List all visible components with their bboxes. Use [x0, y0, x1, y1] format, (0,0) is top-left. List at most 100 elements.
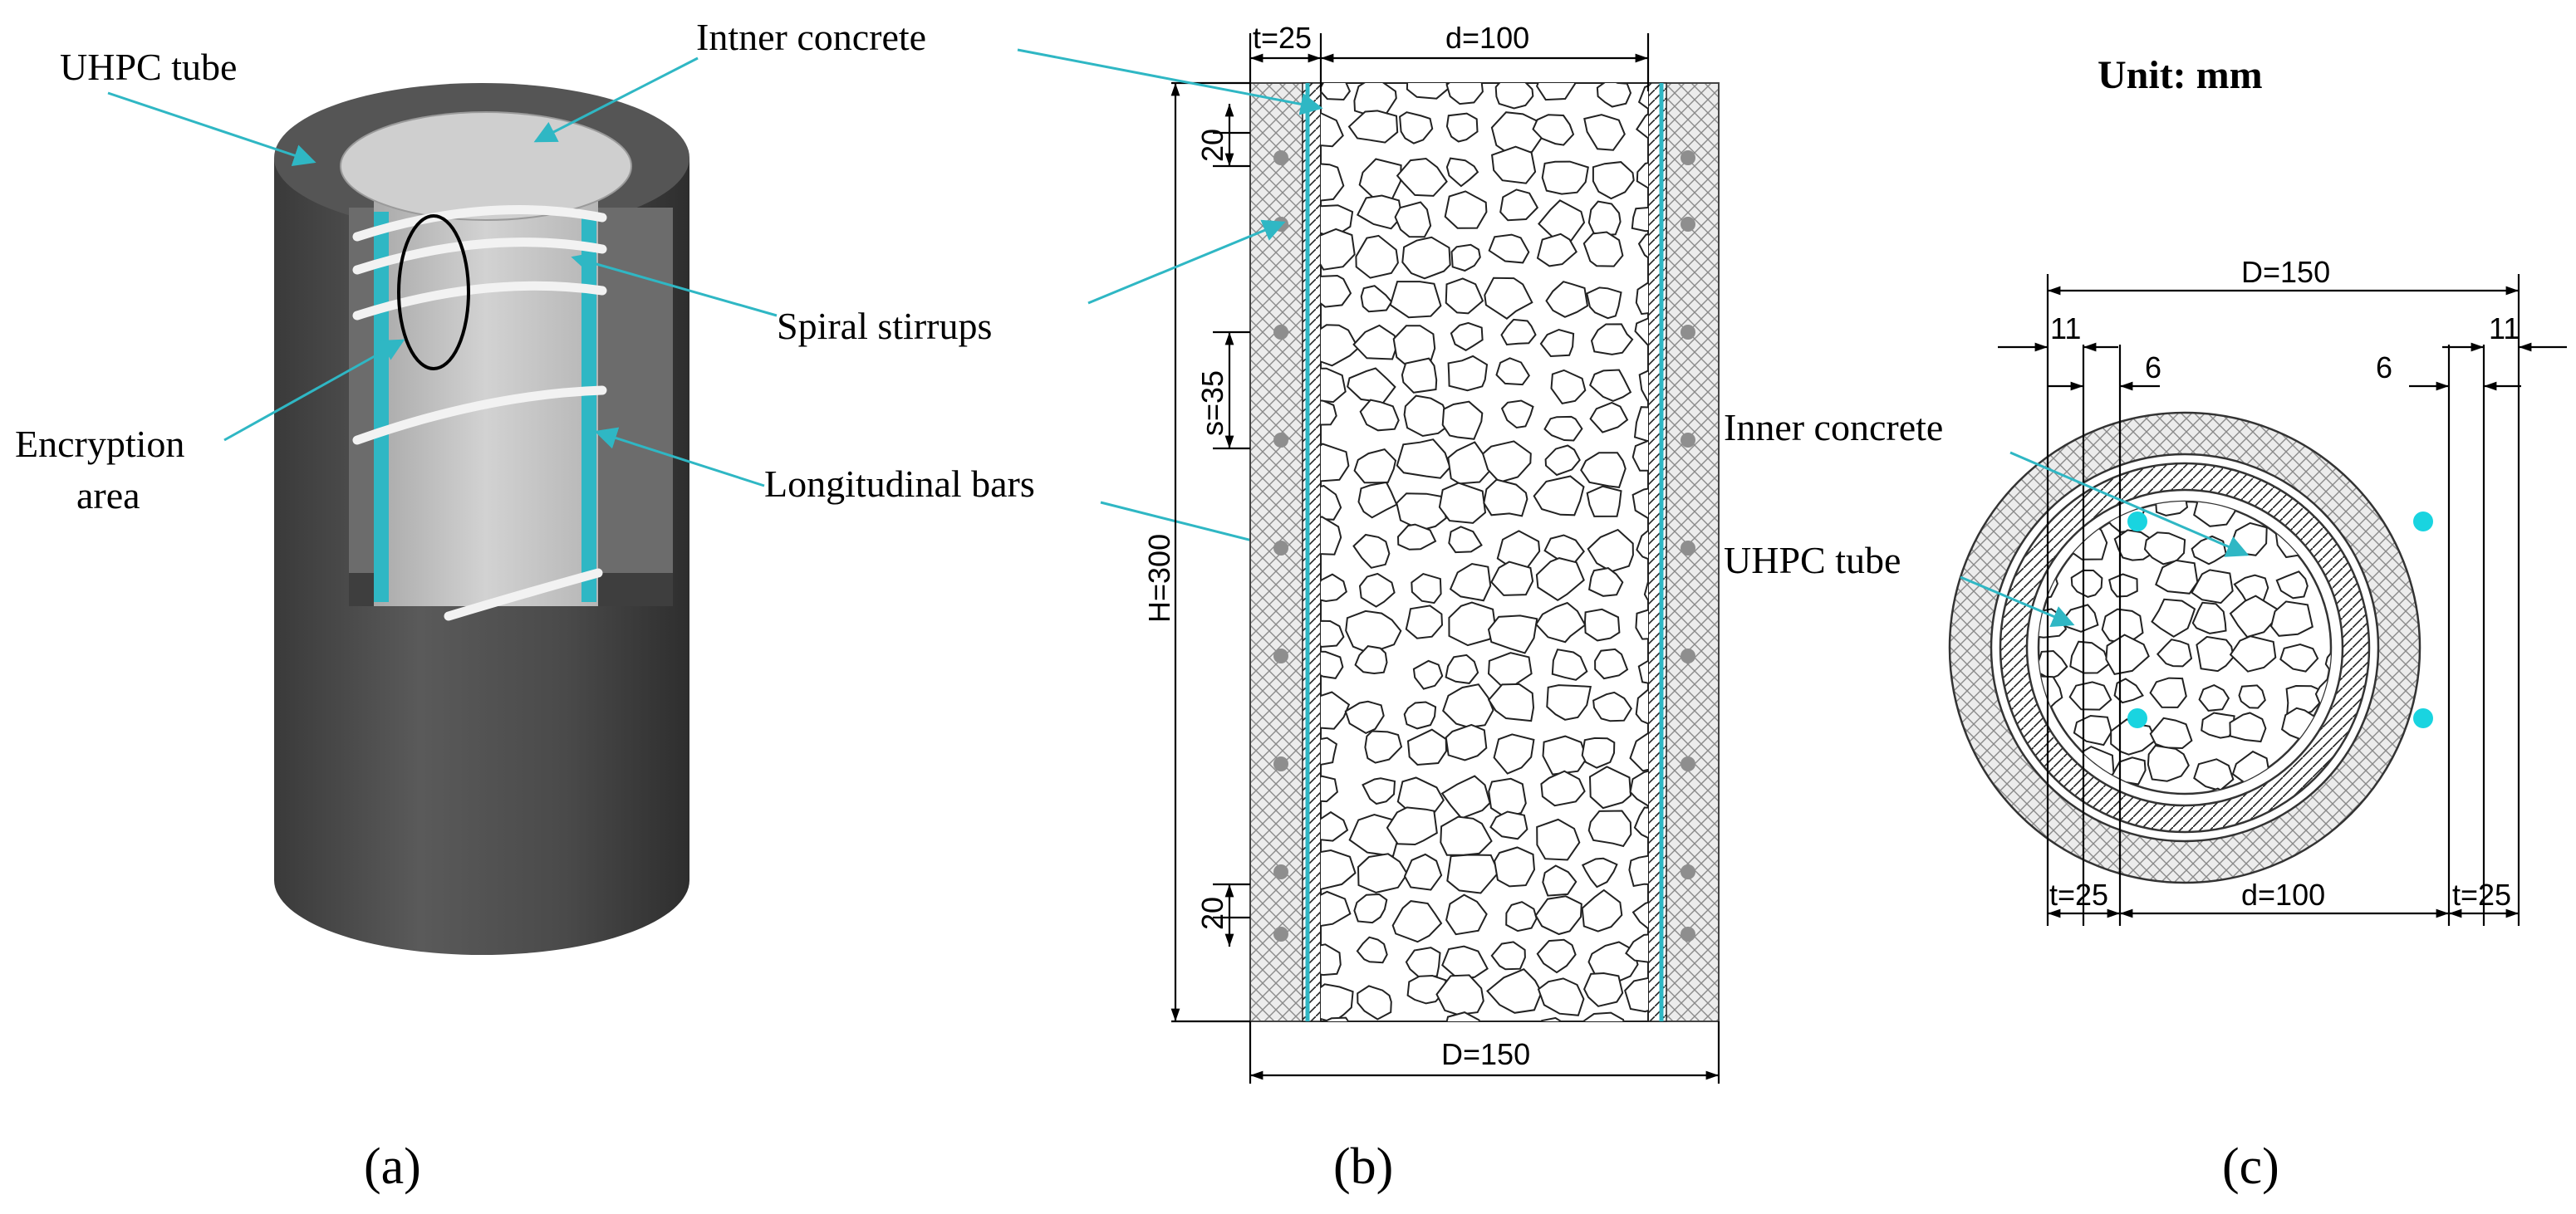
aggregate-stone: [1583, 114, 1626, 151]
dim-6-right: 6: [2376, 350, 2392, 384]
aggregate-stone: [1391, 900, 1443, 943]
aggregate-stone: [1448, 601, 1497, 647]
aggregate-stone: [1396, 523, 1437, 551]
label-inner-concrete-a: Intner concrete: [696, 16, 926, 58]
aggregate-stone: [1446, 854, 1500, 894]
aggregate-stone: [1321, 228, 1356, 271]
aggregate-stone: [1346, 1060, 1391, 1099]
aggregate-stone: [1580, 452, 1627, 488]
aggregate-stone: [1448, 526, 1483, 554]
rebar-dot: [2413, 512, 2433, 531]
aggregate-stone: [1483, 478, 1528, 517]
aggregate-stone: [1321, 443, 1350, 482]
aggregate-stone: [1489, 810, 1528, 840]
aggregate-stone: [1356, 936, 1388, 964]
aggregate-stone: [2151, 598, 2196, 638]
aggregate-stone: [1625, 933, 1648, 963]
aggregate-stone: [1581, 888, 1623, 933]
aggregate-stone: [2154, 502, 2189, 516]
spiral-stirrups: [352, 205, 607, 621]
aggregate-stone: [1321, 399, 1337, 426]
label-encryption-area-2: area: [76, 474, 140, 516]
aggregate-stone: [1352, 324, 1399, 360]
dim-D-b: D=150: [1441, 1037, 1530, 1071]
aggregate-stone: [2108, 573, 2138, 598]
stirrup-section-dot: [1681, 325, 1695, 340]
dim-bottom-20: 20: [1195, 897, 1229, 930]
leader-longitudinal-bars-a: [594, 427, 765, 487]
aggregate-stone: [1321, 691, 1351, 730]
aggregate-stone: [1321, 943, 1342, 977]
aggregate-stone: [1535, 83, 1577, 101]
aggregate-stone: [1488, 233, 1530, 264]
label-spiral-stirrups: Spiral stirrups: [777, 305, 992, 347]
aggregate-stone: [1481, 440, 1532, 483]
stirrup-section-dot: [1273, 433, 1288, 448]
aggregate-stone: [1533, 475, 1585, 516]
aggregate-stone: [1360, 285, 1393, 313]
aggregate-stone: [1628, 854, 1648, 888]
aggregate-stone: [2229, 595, 2279, 639]
label-encryption-area-1: Encryption: [15, 423, 184, 465]
aggregate-stone: [1586, 286, 1622, 320]
aggregate-stone: [1644, 1020, 1648, 1021]
stirrup-section-dot: [1681, 927, 1695, 942]
dim-H-b: H=300: [1142, 534, 1176, 623]
aggregate-stone: [1542, 864, 1577, 897]
stirrup-section-dot: [1273, 325, 1288, 340]
aggregate-stone: [1396, 492, 1447, 531]
aggregate-stone: [1505, 901, 1538, 933]
aggregate-stone: [2143, 531, 2186, 565]
aggregate-stone: [1534, 895, 1582, 936]
aggregate-stone: [1540, 770, 1586, 807]
aggregate-stone: [2155, 559, 2199, 595]
aggregate-stone: [1447, 355, 1489, 392]
aggregate-stone: [1357, 481, 1398, 519]
aggregate-stone: [1445, 654, 1479, 684]
stirrup-section-dot: [1681, 649, 1695, 663]
leader-spiral-stirrups-b: [1087, 219, 1286, 305]
aggregate-stone: [1624, 977, 1648, 1013]
aggregate-stone: [2229, 635, 2277, 673]
aggregate-stone: [2201, 712, 2235, 739]
aggregate-stone: [1445, 723, 1488, 761]
aggregate-stone: [2191, 569, 2234, 605]
stirrup-section-dot: [1273, 756, 1288, 771]
aggregate-stone: [1363, 1026, 1396, 1058]
aggregate-stone: [1354, 645, 1388, 675]
aggregate-stone: [1356, 194, 1403, 230]
stirrup-section-dot: [1273, 649, 1288, 663]
aggregate-stone: [1544, 444, 1581, 477]
leader-encryption-area: [223, 339, 405, 442]
rebar-dot: [2413, 708, 2433, 728]
aggregate-stone: [2323, 838, 2351, 858]
aggregate-stone: [1487, 683, 1535, 722]
aggregate-stone: [1412, 659, 1444, 690]
aggregate-stone: [1643, 580, 1648, 603]
aggregate-stone: [1445, 1011, 1480, 1021]
aggregate-stone: [2110, 718, 2157, 756]
aggregate-stone: [1581, 857, 1618, 888]
aggregate-stone: [1551, 649, 1588, 681]
encryption-area-marker: [397, 214, 470, 370]
longitudinal-bar: [581, 212, 596, 602]
aggregate-stone: [1631, 487, 1648, 520]
aggregate-stone: [1534, 601, 1587, 644]
dim-t-b: t=25: [1253, 21, 1312, 55]
aggregate-stone: [1588, 766, 1632, 810]
aggregate-stone: [1587, 528, 1634, 573]
leader-uhpc-tube-c: [1960, 575, 2075, 627]
aggregate-stone: [1540, 1016, 1563, 1021]
label-inner-concrete-c: Inner concrete: [1724, 406, 1943, 448]
aggregate-stone: [1550, 369, 1587, 405]
stirrup-section-dot: [1273, 864, 1288, 879]
aggregate-stone: [1631, 207, 1648, 233]
aggregate-stone: [1587, 810, 1632, 848]
aggregate-stone: [1321, 890, 1352, 928]
aggregate-stone: [1592, 1064, 1636, 1108]
leader-spiral-stirrups: [571, 252, 778, 317]
aggregate-stone: [1389, 281, 1442, 319]
aggregate-stone: [1364, 730, 1403, 764]
stirrup-section-dot: [1273, 541, 1288, 556]
aggregate-stone: [1411, 573, 1442, 605]
